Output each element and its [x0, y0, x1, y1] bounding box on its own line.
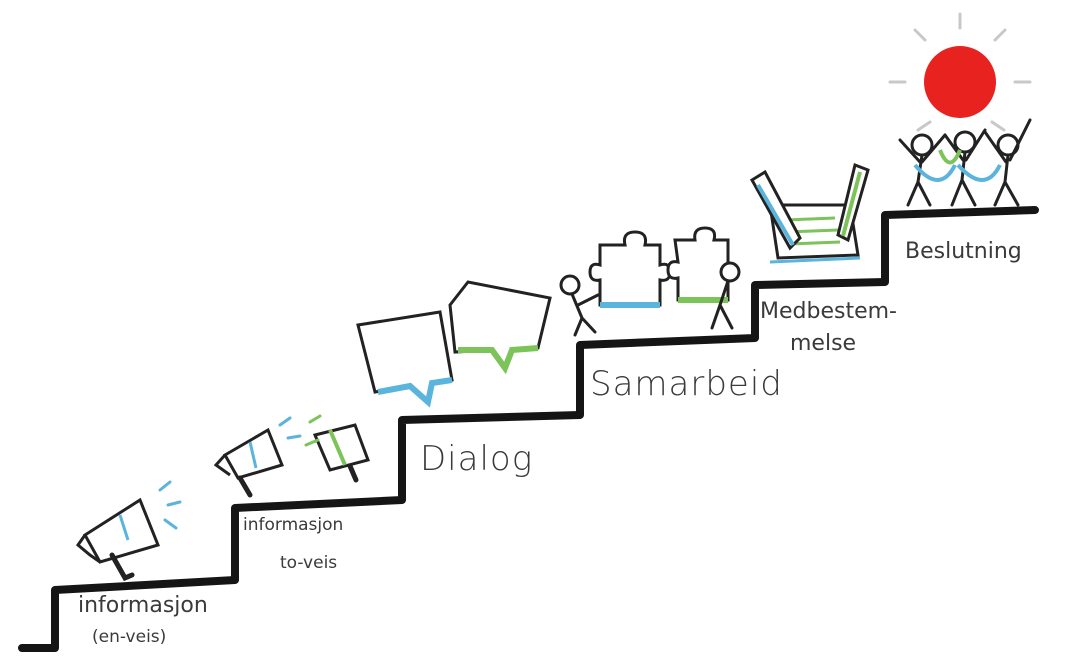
step-3-label: Dialog: [420, 439, 533, 479]
speech-bubbles-icon: [356, 280, 552, 408]
pencil-document-icon: [749, 162, 870, 264]
step-2-label-line-1: informasjon: [243, 515, 343, 535]
sun-icon: [888, 12, 1032, 132]
staircase-line: [18, 206, 1039, 652]
step-2-label-line-2: to-veis: [280, 553, 337, 573]
step-1-label-line-1: informasjon: [78, 593, 208, 618]
celebrating-people-icon: [888, 12, 1032, 207]
step-6-label: Beslutning: [905, 239, 1022, 264]
step-5-label-line-2: melse: [790, 331, 856, 356]
megaphone-icon: [213, 414, 370, 498]
step-5-label-line-1: Medbestem-: [760, 299, 897, 324]
megaphone-icon: [75, 480, 182, 582]
step-1-label-line-2: (en-veis): [92, 627, 166, 647]
puzzle-icon: [559, 226, 741, 337]
step-4-label: Samarbeid: [590, 364, 783, 404]
